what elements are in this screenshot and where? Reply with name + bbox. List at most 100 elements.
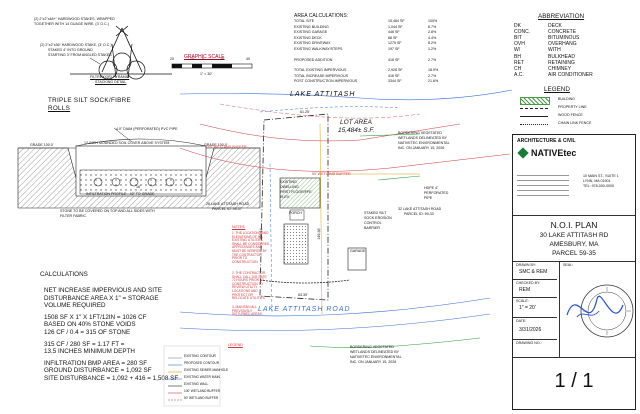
legend-item-chain: CHAIN LINK FENCE — [558, 121, 592, 125]
buffer-label-a: 50' WETLAND BUFFER — [312, 172, 351, 176]
abbrev-title: ABBREVIATION — [538, 13, 585, 20]
staked-4: BARRIER — [364, 226, 380, 230]
abbrev-val-1: CONCRETE — [548, 29, 577, 36]
area-row-3-label: EXISTING DECK — [294, 35, 322, 40]
bvw-top-3: NATIVETEC ENVIRONMENTAL — [398, 141, 450, 145]
area-summary-0: TOTAL EXISTING IMPERVIOUS 2,928 SF 18.9% — [294, 69, 454, 74]
calc-line-8: 315 CF / 280 SF = 1.17 FT = — [44, 340, 125, 348]
area-row-3-pct: 4.4% — [428, 35, 437, 40]
calc-line-2: VOLUME REQUIRED — [44, 302, 106, 310]
checked-label: CHECKED BY: — [516, 281, 541, 285]
plan-legend-item-1: PROPOSED CONTOUR — [184, 361, 220, 365]
firm-heading: ARCHITECTURE & CIVIL — [517, 138, 576, 144]
sheet-number: 1 / 1 — [554, 370, 594, 392]
calc-line-5: BASED ON 40% STONE VOIDS — [44, 321, 136, 329]
hdpe-2: PERFORATED — [424, 191, 449, 195]
hdpe-3: PIPE — [424, 196, 433, 200]
calc-line-0: NET INCREASE IMPERVIOUS AND SITE — [44, 287, 163, 294]
calc-line-4: 1508 SF X 1" X 1FT/12IN = 1026 CF — [44, 313, 147, 321]
firm-address-1: 10 MAIN ST., SUITE 1 — [583, 174, 619, 178]
staked-3: CONTROL — [364, 221, 382, 225]
abbrev-key-3: OVH — [514, 41, 525, 48]
lake-label-top: LAKE ATTITASH — [290, 91, 356, 98]
scale-value: 1" = 20' — [519, 305, 536, 311]
calc-line-12: GROUND DISTURBANCE = 1,092 SF — [44, 367, 152, 375]
buffer-label-b: 100' WETLAND BUFFER — [206, 145, 247, 149]
area-summary-2-label: POST CONSTRUCTION IMPERVIOUS — [294, 79, 358, 84]
area-summary-0-pct: 18.9% — [428, 68, 439, 73]
firm-logo: NATIVEtec — [531, 148, 577, 158]
staked-1: STAKED SILT — [364, 211, 387, 215]
hdpe-1: HDPE 4" — [424, 186, 439, 190]
abbrev-val-2: BITUMINOUS — [548, 35, 580, 42]
date-value: 3/31/2026 — [519, 327, 542, 333]
plan-parcel: PARCEL 59-35 — [552, 250, 596, 257]
area-row-1-pct: 6.7% — [428, 24, 437, 29]
wrap-note-1: STONE TO BE COVERED ON TOP AND ALL SIDES… — [60, 209, 155, 213]
parcel-left-2: PARCEL ID: 59-37 — [212, 207, 242, 211]
garage-label: GARAGE — [350, 249, 366, 253]
bvw-bot-3: NATIVETEC ENVIRONMENTAL — [350, 355, 402, 359]
area-row-5: EXISTING WALKWAY/STEPS 197 SF 1.2% — [294, 47, 454, 53]
area-row-4-pct: 8.2% — [428, 41, 437, 46]
plan-city: AMESBURY, MA — [549, 241, 599, 248]
area-row-5-pct: 1.2% — [428, 47, 437, 51]
calc-title: CALCULATIONS — [40, 271, 88, 278]
plan-legend-item-5: 100' WETLAND BUFFER — [184, 389, 221, 393]
area-row-1-label: EXISTING BUILDING — [294, 24, 329, 29]
logo-icon — [517, 147, 529, 159]
plan-legend-item-3: EXISTING WATER MAIN — [184, 375, 220, 379]
checked-by: REM — [519, 287, 531, 293]
stake-drawing — [70, 25, 172, 80]
abbrev-val-7: CHIMNEY — [548, 65, 572, 72]
legend-item-property: PROPERTY LINE — [558, 105, 587, 109]
note-item-1: 2. THE CONTRACTOR SHALL CALL DIG-SAFE 72… — [232, 271, 267, 301]
abbrev-key-6: RET — [514, 59, 524, 66]
area-proposed-label: PROPOSED ADDITION — [294, 57, 333, 62]
area-row-2-value: 446 SF — [388, 30, 400, 35]
scale-tick-0: 20 — [170, 57, 174, 61]
area-row-4-value: 1275 SF — [388, 41, 402, 46]
area-summary-0-value: 2,928 SF — [388, 68, 403, 73]
plan-legend-title: LEGEND — [228, 343, 243, 347]
abbrev-val-6: RETAINING — [548, 59, 575, 66]
calc-line-11: INFILTRATION BMP AREA = 280 SF — [44, 359, 148, 367]
calc-line-9: 13.5 INCHES MINIMUM DEPTH — [44, 348, 135, 356]
abbrev-key-2: BIT — [514, 35, 522, 42]
bvw-top-2: WETLANDS DELINEATED BY — [398, 136, 448, 140]
note-item-2: 3. MAINTAIN ALL PREVIOUSLY DISTURBED ARE… — [232, 305, 263, 317]
legend-item-wood: WOOD FENCE — [558, 113, 583, 117]
porch-label: PORCH — [289, 211, 302, 215]
mound-label: 12-INCH MOUNDED SOIL COVER ABOVE SYSTEM — [84, 141, 170, 145]
calc-line-1: DISTURBANCE AREA X 1" = STORAGE — [44, 294, 159, 302]
bvw-bot-2: WETLANDS DELINEATED BY — [350, 350, 400, 354]
area-summary-0-label: TOTAL EXISTING IMPERVIOUS — [294, 68, 347, 73]
stake-note2-1: (2) 2"x2"x36" HARDWOOD STAKE, (3' O.C.) — [40, 43, 112, 47]
lot-area-1: LOT AREA — [340, 119, 372, 126]
area-row-5-value: 197 SF — [388, 47, 400, 51]
bvw-top-1: BORDERING VEGETATED — [398, 131, 442, 135]
area-row-2-label: EXISTING GARAGE — [294, 30, 328, 35]
abbrev-key-0: DK — [514, 23, 521, 29]
title-block: ARCHITECTURE & CIVIL NATIVEtec 10 MAIN S… — [512, 134, 636, 410]
scale-tick-2: 0 — [202, 57, 204, 61]
dwelling-2: DWELLING — [280, 185, 299, 189]
legend-item-building: BUILDING — [558, 97, 575, 101]
stake-note-1: (2) 2"x2"x48+" HARDWOOD STAKES, WRAPPED — [34, 17, 115, 21]
plan-title: N.O.I. PLAN — [550, 220, 598, 230]
scale-unit: 1" = 30' — [200, 72, 213, 76]
wrap-note-2: FILTER FABRIC — [60, 214, 87, 218]
area-proposed-pct: 2.7% — [428, 57, 437, 62]
abbrev-key-5: BH — [514, 53, 521, 60]
filter-label-2: STACKING DETAIL — [95, 80, 127, 84]
stake-note2-2: STAKED 4" INTO GROUND — [48, 48, 93, 52]
legend-property-swatch — [520, 108, 548, 109]
bvw-bot-1: BORDERING VEGETATED — [350, 345, 394, 349]
area-row-1-value: 1,044 SF — [388, 24, 403, 29]
firm-address-3: TEL: 978-000-0000 — [583, 184, 614, 188]
firm-address-2: LYNN, MA 01901 — [583, 179, 611, 183]
area-row-5-label: EXISTING WALKWAY/STEPS — [294, 47, 343, 51]
abbrev-val-8: AIR CONDITIONER — [548, 71, 593, 78]
